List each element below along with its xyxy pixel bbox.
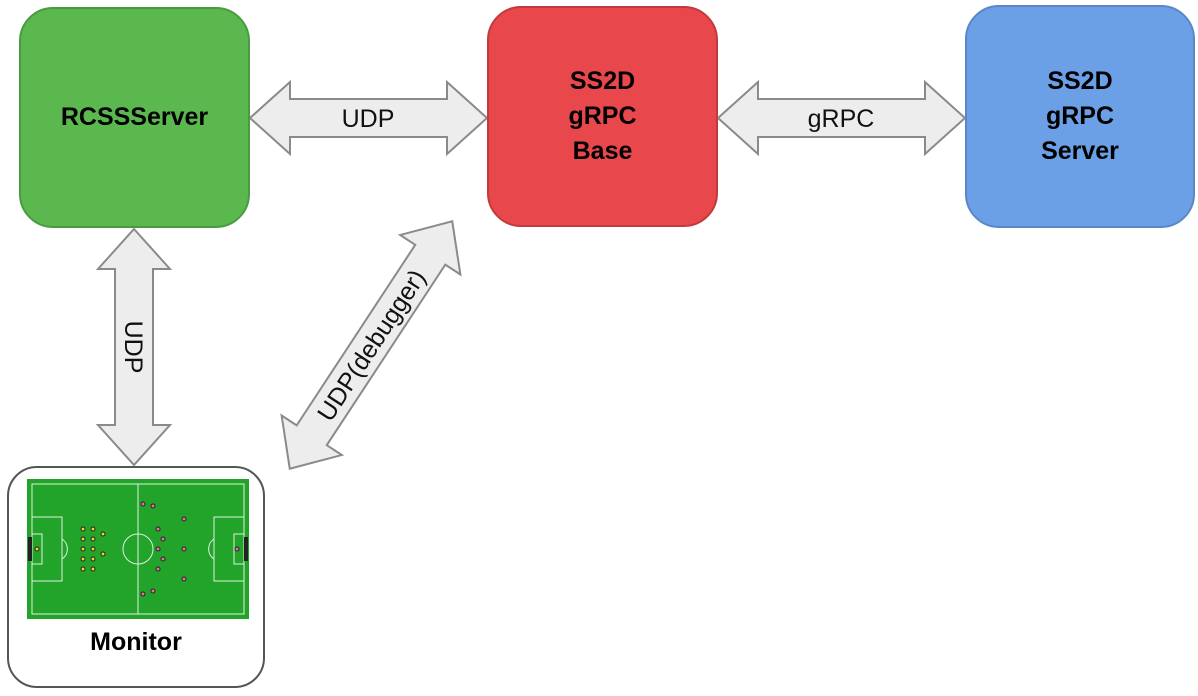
edge-base-monitor: UDP(debugger) — [280, 220, 462, 470]
edge-rcss-monitor: UDP — [95, 227, 173, 467]
node-rcssserver-label: RCSSServer — [60, 103, 209, 131]
edge-label-rcss-monitor: UDP — [119, 321, 147, 374]
edge-base-server: gRPC — [716, 79, 967, 157]
node-ss2d-grpc-base: SS2D gRPC Base — [487, 6, 718, 227]
node-rcssserver: RCSSServer — [19, 7, 250, 228]
node-ss2d-grpc-base-label: SS2D gRPC Base — [568, 67, 637, 165]
double-arrow-icon — [280, 220, 462, 470]
node-ss2d-grpc-server-label: SS2D gRPC Server — [1041, 67, 1119, 165]
node-ss2d-grpc-server: SS2D gRPC Server — [965, 5, 1195, 228]
edge-rcss-base: UDP — [248, 79, 489, 157]
node-monitor: Monitor — [7, 466, 265, 688]
edge-label-base-server: gRPC — [808, 105, 875, 133]
double-arrow-icon — [95, 227, 173, 467]
edge-label-rcss-base: UDP — [342, 105, 395, 133]
node-monitor-label: Monitor — [90, 628, 182, 656]
soccer-field-icon — [27, 479, 249, 619]
edge-label-base-monitor: UDP(debugger) — [312, 265, 432, 427]
